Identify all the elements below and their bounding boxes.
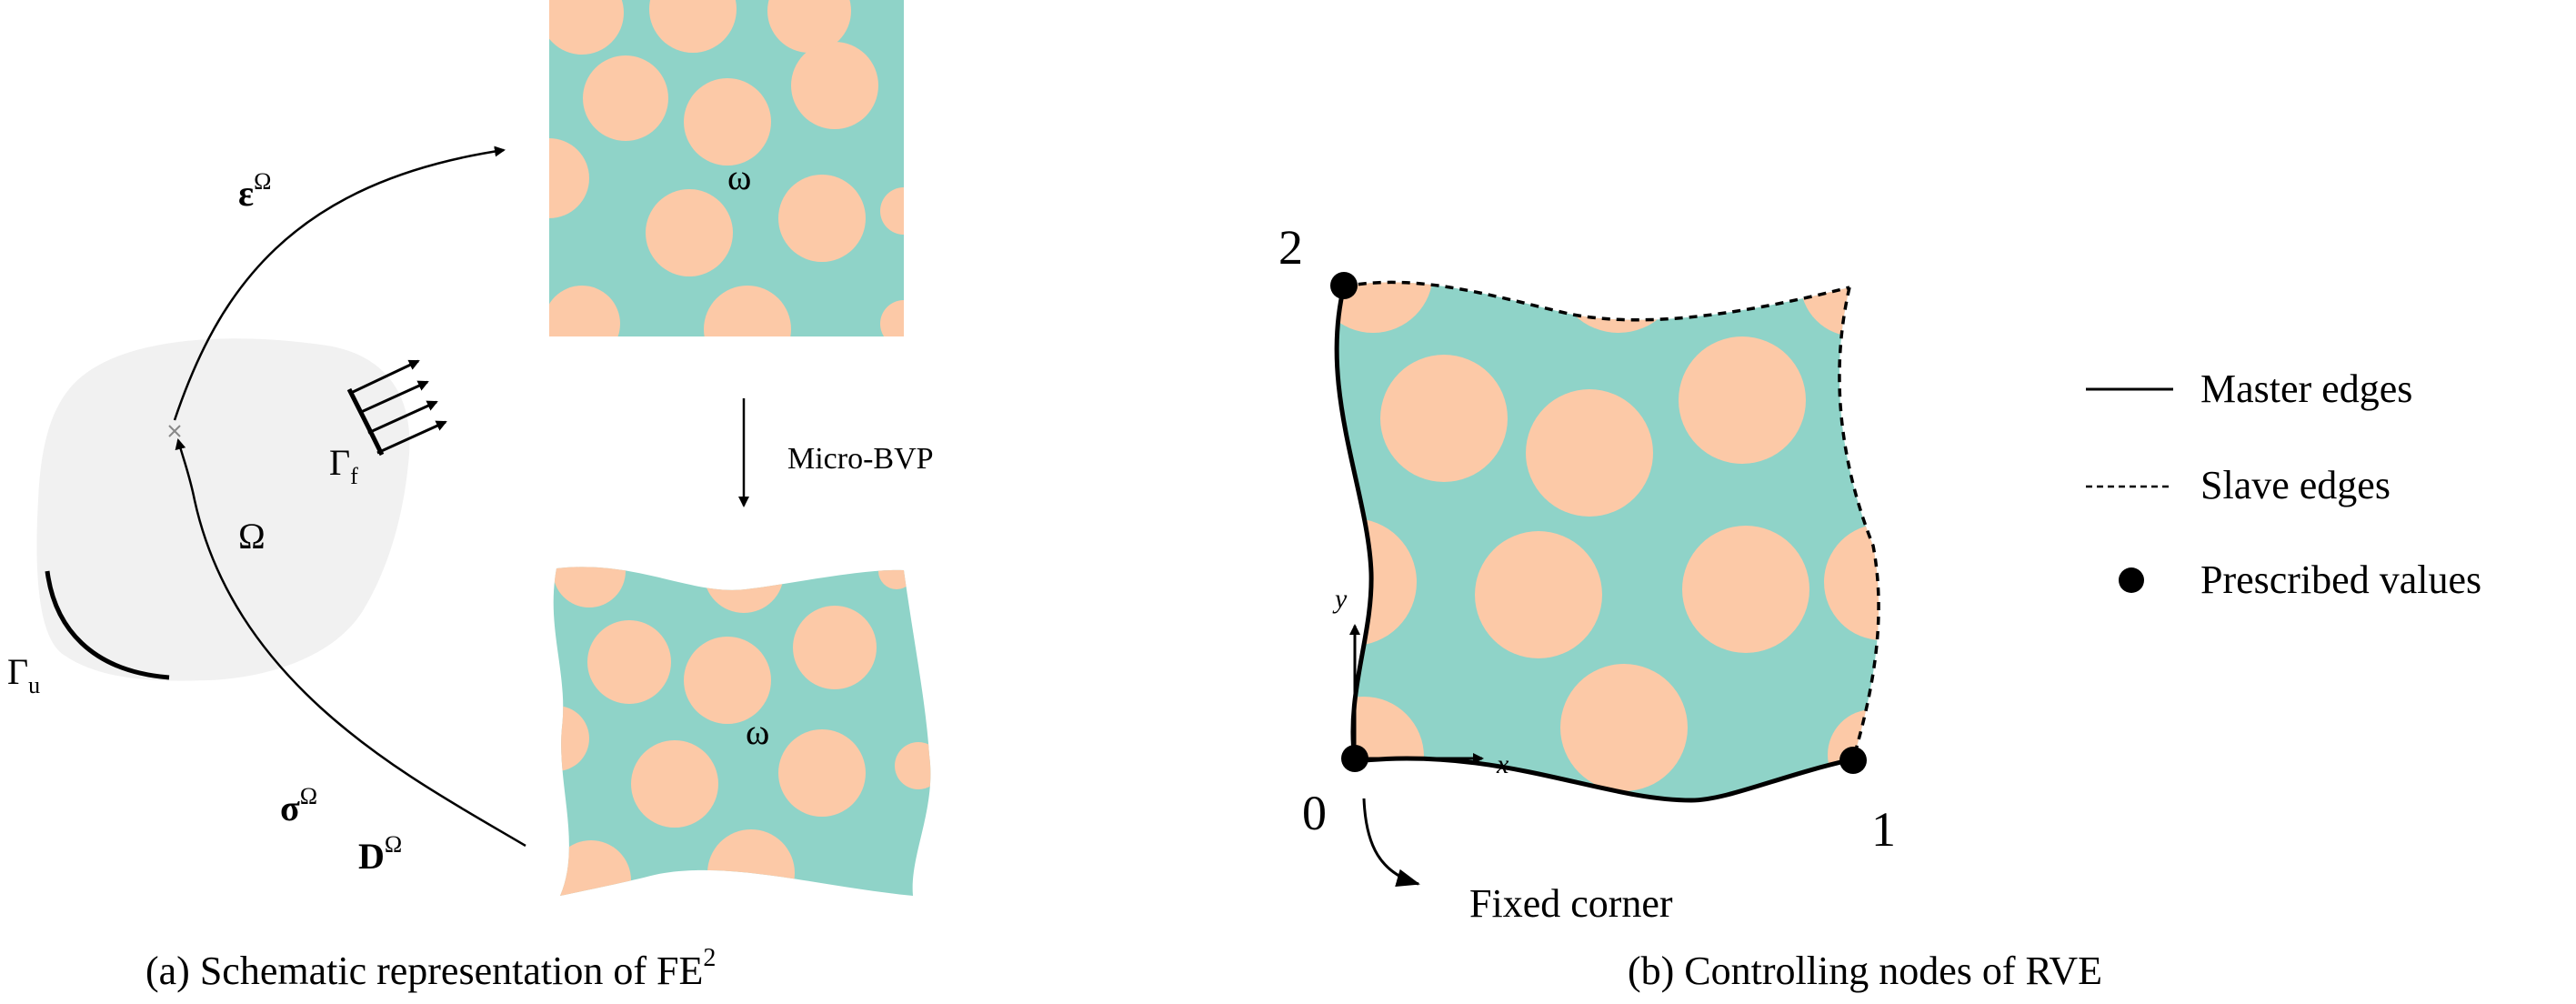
node-2-label: 2 bbox=[1278, 220, 1303, 275]
gamma-f-boundary bbox=[346, 387, 385, 457]
legend-slave-label: Slave edges bbox=[2200, 463, 2391, 507]
strain-arrow bbox=[173, 146, 506, 421]
micro-bvp-label: Micro-BVP bbox=[787, 442, 934, 476]
node-1-dot bbox=[1839, 747, 1867, 774]
caption-b: (b) Controlling nodes of RVE bbox=[1628, 949, 2102, 993]
gamma-u-boundary bbox=[45, 570, 170, 680]
node-0-label: 0 bbox=[1302, 786, 1327, 840]
rve-body bbox=[1337, 282, 1879, 800]
master-edge-bottom bbox=[1354, 756, 1854, 803]
domain-label: Ω bbox=[238, 516, 266, 557]
micro-rve-top: ω bbox=[549, 0, 904, 336]
omega-top-label: ω bbox=[727, 156, 751, 197]
fixed-corner-arrow bbox=[1362, 798, 1420, 888]
strain-label: εΩ bbox=[238, 168, 271, 214]
micro-rve-bottom: ω bbox=[553, 567, 931, 896]
node-2-dot bbox=[1330, 272, 1358, 299]
axis-x-label: x bbox=[1496, 749, 1509, 779]
caption-a: (a) Schematic representation of FE2 bbox=[145, 944, 716, 993]
omega-bottom-label: ω bbox=[746, 711, 769, 752]
stress-arrow bbox=[175, 438, 526, 848]
axis-y-label: y bbox=[1332, 584, 1348, 614]
gamma-u-label: Γu bbox=[7, 651, 40, 698]
stress-label: σΩ bbox=[280, 783, 317, 828]
tangent-label: DΩ bbox=[358, 831, 402, 877]
slave-edge-right bbox=[1838, 286, 1880, 760]
legend: Master edges Slave edges Prescribed valu… bbox=[2086, 366, 2481, 602]
legend-prescribed-swatch bbox=[2119, 567, 2144, 593]
node-0-dot bbox=[1341, 745, 1368, 772]
panel-b: y x 0 1 2 Fixed corner (b) Controlling n… bbox=[1278, 220, 2102, 993]
legend-master-label: Master edges bbox=[2200, 366, 2412, 411]
gauss-point-cross bbox=[168, 425, 181, 437]
legend-prescribed-label: Prescribed values bbox=[2200, 557, 2481, 602]
traction-arrows bbox=[350, 359, 447, 455]
macro-domain bbox=[36, 338, 410, 681]
fixed-corner-label: Fixed corner bbox=[1469, 881, 1673, 926]
panel-a: Ω Γu Γf εΩ σΩ DΩ bbox=[7, 0, 934, 993]
node-1-label: 1 bbox=[1871, 802, 1896, 857]
gamma-f-label: Γf bbox=[329, 442, 358, 489]
slave-edge-top bbox=[1343, 280, 1850, 322]
